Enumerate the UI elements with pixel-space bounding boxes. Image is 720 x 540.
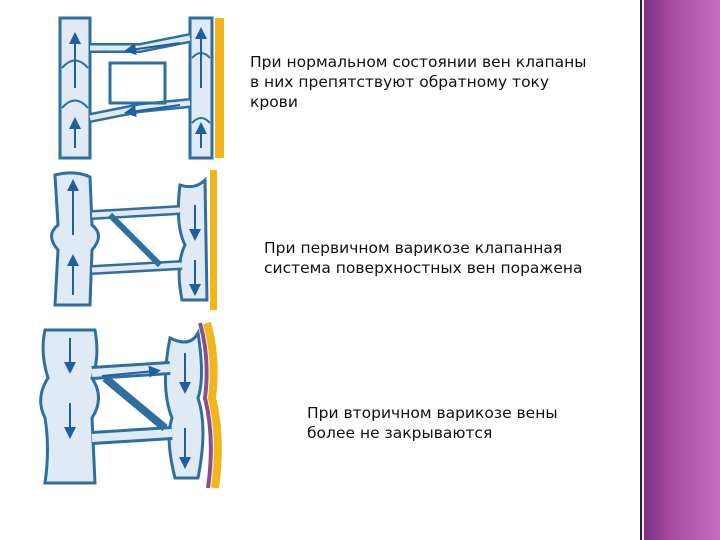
decorative-side-band bbox=[640, 0, 720, 540]
caption-primary-varicose: При первичном варикозе клапанная система… bbox=[264, 239, 583, 277]
flow-arrows bbox=[64, 338, 191, 469]
superficial-vein bbox=[176, 176, 209, 302]
diagram-secondary-varicose bbox=[39, 321, 222, 489]
yellow-skin-layer bbox=[210, 170, 217, 310]
perforator-veins bbox=[91, 361, 173, 445]
side-band-edge bbox=[642, 0, 644, 540]
yellow-skin-layer bbox=[203, 321, 222, 489]
diagram-normal-veins bbox=[58, 16, 224, 160]
flow-arrows bbox=[67, 179, 201, 296]
deep-vein bbox=[50, 171, 100, 307]
purple-skin-layer bbox=[198, 322, 213, 489]
yellow-skin-layer bbox=[215, 18, 224, 158]
superficial-vein bbox=[164, 328, 205, 480]
caption-secondary-varicose: При вторичном варикозе вены более не зак… bbox=[307, 404, 558, 442]
perforator-veins bbox=[91, 205, 183, 275]
diagram-primary-varicose bbox=[50, 170, 217, 310]
caption-normal-veins: При нормальном состоянии вен клапаны в н… bbox=[250, 53, 587, 111]
flow-arrows bbox=[69, 27, 207, 148]
